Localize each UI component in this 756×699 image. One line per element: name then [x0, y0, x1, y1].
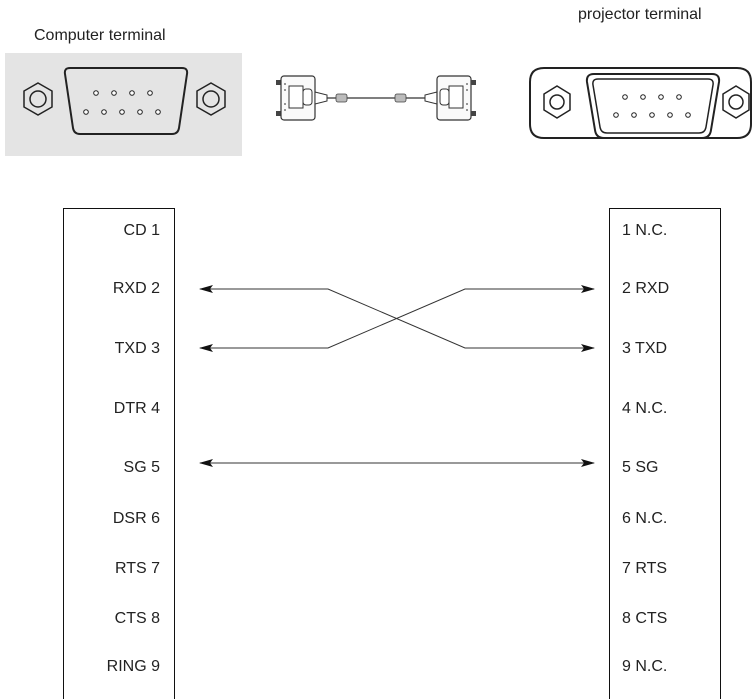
- projector-pin-4: 4 N.C.: [622, 400, 668, 417]
- computer-terminal-label: Computer terminal: [34, 27, 166, 44]
- computer-pin-2: RXD 2: [112, 280, 160, 297]
- projector-pin-3: 3 TXD: [622, 340, 668, 357]
- projector-pin-2: 2 RXD: [622, 280, 670, 297]
- connector-illustrations: [5, 53, 752, 156]
- computer-pin-9: RING 9: [106, 658, 160, 675]
- projector-pin-1: 1 N.C.: [622, 222, 668, 239]
- computer-pin-4: DTR 4: [113, 400, 160, 417]
- projector-pin-9: 9 N.C.: [622, 658, 668, 675]
- computer-pin-box: CD 1 RXD 2 TXD 3 DTR 4 SG 5 DSR 6 RTS 7 …: [63, 208, 175, 699]
- computer-pin-1: CD 1: [123, 222, 160, 239]
- computer-db9-port-icon: [5, 53, 242, 156]
- computer-pin-8: CTS 8: [114, 610, 160, 627]
- projector-terminal-label: projector terminal: [578, 6, 702, 23]
- projector-pin-box: 1 N.C. 2 RXD 3 TXD 4 N.C. 5 SG 6 N.C. 7 …: [609, 208, 721, 699]
- projector-pin-8: 8 CTS: [622, 610, 668, 627]
- projector-pin-6: 6 N.C.: [622, 510, 668, 527]
- projector-db9-port-icon: [529, 67, 752, 139]
- projector-pin-7: 7 RTS: [622, 560, 668, 577]
- projector-pin-5: 5 SG: [622, 459, 659, 476]
- serial-cable-icon: [276, 75, 476, 121]
- wire-pin3-to-pin2: [199, 285, 595, 352]
- computer-pin-7: RTS 7: [114, 560, 160, 577]
- computer-pin-6: DSR 6: [112, 510, 160, 527]
- computer-pin-5: SG 5: [123, 459, 160, 476]
- computer-pin-3: TXD 3: [114, 340, 160, 357]
